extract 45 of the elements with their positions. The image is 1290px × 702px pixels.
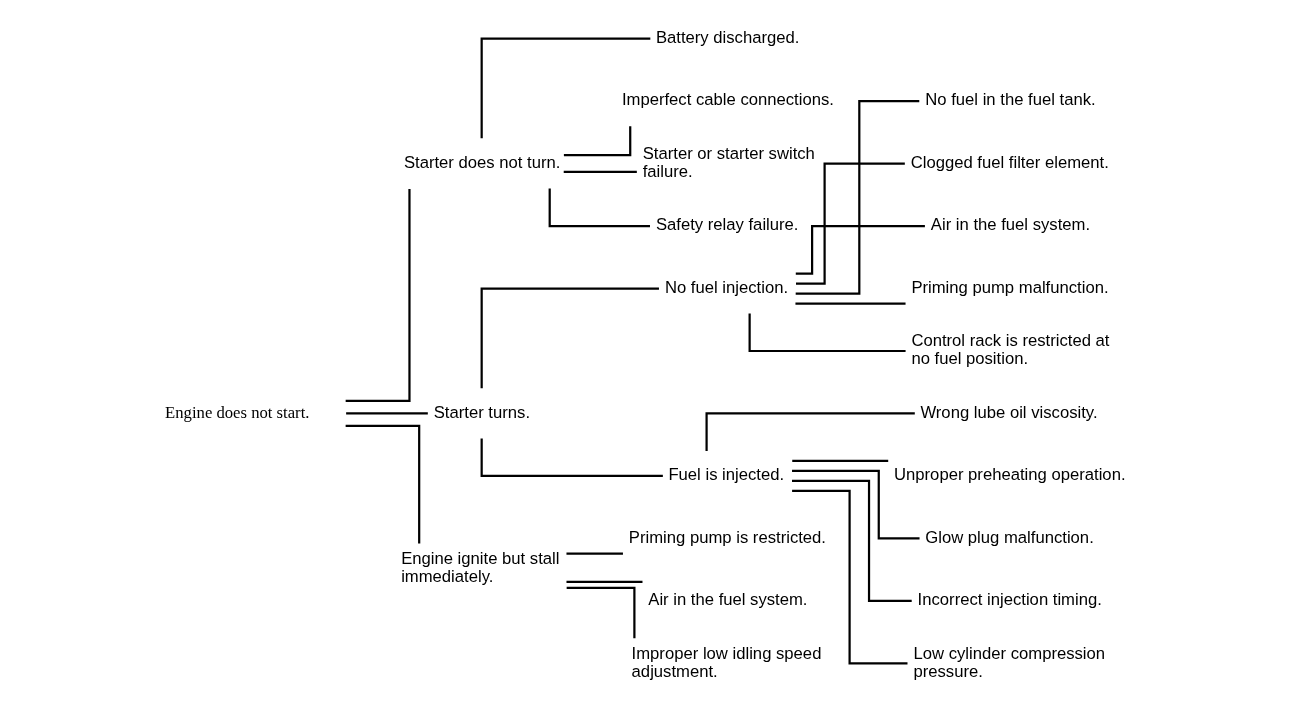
connector xyxy=(791,479,912,603)
connector xyxy=(565,552,623,555)
node-text: Priming pump is restricted. xyxy=(628,527,826,547)
node-text: Priming pump malfunction. xyxy=(910,277,1109,297)
connector xyxy=(480,287,659,389)
connector xyxy=(705,412,915,451)
connector xyxy=(565,580,642,584)
connector xyxy=(566,586,635,639)
node-text: Control rack is restricted at no fuel position. xyxy=(910,331,1109,369)
node-text: No fuel in the fuel tank. xyxy=(924,90,1096,110)
node-text: Engine does not start. xyxy=(164,402,309,422)
connector xyxy=(345,412,428,415)
connector xyxy=(795,224,925,275)
node-text: Starter or starter switch failure. xyxy=(642,143,815,181)
connector xyxy=(480,37,650,139)
node-text: Clogged fuel filter element. xyxy=(910,152,1109,172)
connector xyxy=(563,170,637,173)
node-text: Starter turns. xyxy=(433,402,530,422)
node-text: Improper low idling speed adjustment. xyxy=(631,643,821,681)
node-text: Air in the fuel system. xyxy=(930,215,1090,235)
node-text: Air in the fuel system. xyxy=(647,590,807,610)
connector xyxy=(548,188,650,228)
node-text: Incorrect injection timing. xyxy=(917,590,1102,610)
connector xyxy=(791,459,888,463)
node-text: Engine ignite but stall immediately. xyxy=(400,549,559,587)
node-text: Imperfect cable connections. xyxy=(621,90,834,110)
connector xyxy=(563,126,631,157)
connector xyxy=(795,162,905,285)
node-text: Fuel is injected. xyxy=(667,465,784,485)
connector xyxy=(791,489,907,665)
node-text: Glow plug malfunction. xyxy=(924,527,1094,547)
node-text: Safety relay failure. xyxy=(655,215,798,235)
node-text: Wrong lube oil viscosity. xyxy=(919,402,1098,422)
node-text: Low cylinder compression pressure. xyxy=(912,643,1105,681)
connector xyxy=(791,469,920,540)
node-text: Starter does not turn. xyxy=(403,152,560,172)
connector xyxy=(795,99,919,295)
connector xyxy=(748,313,906,353)
connector xyxy=(480,438,663,478)
connector xyxy=(794,302,906,305)
connector xyxy=(345,424,420,544)
node-text: Battery discharged. xyxy=(655,27,799,47)
connector xyxy=(345,188,411,403)
node-text: Unproper preheating operation. xyxy=(893,465,1126,485)
node-text: No fuel injection. xyxy=(664,277,788,297)
